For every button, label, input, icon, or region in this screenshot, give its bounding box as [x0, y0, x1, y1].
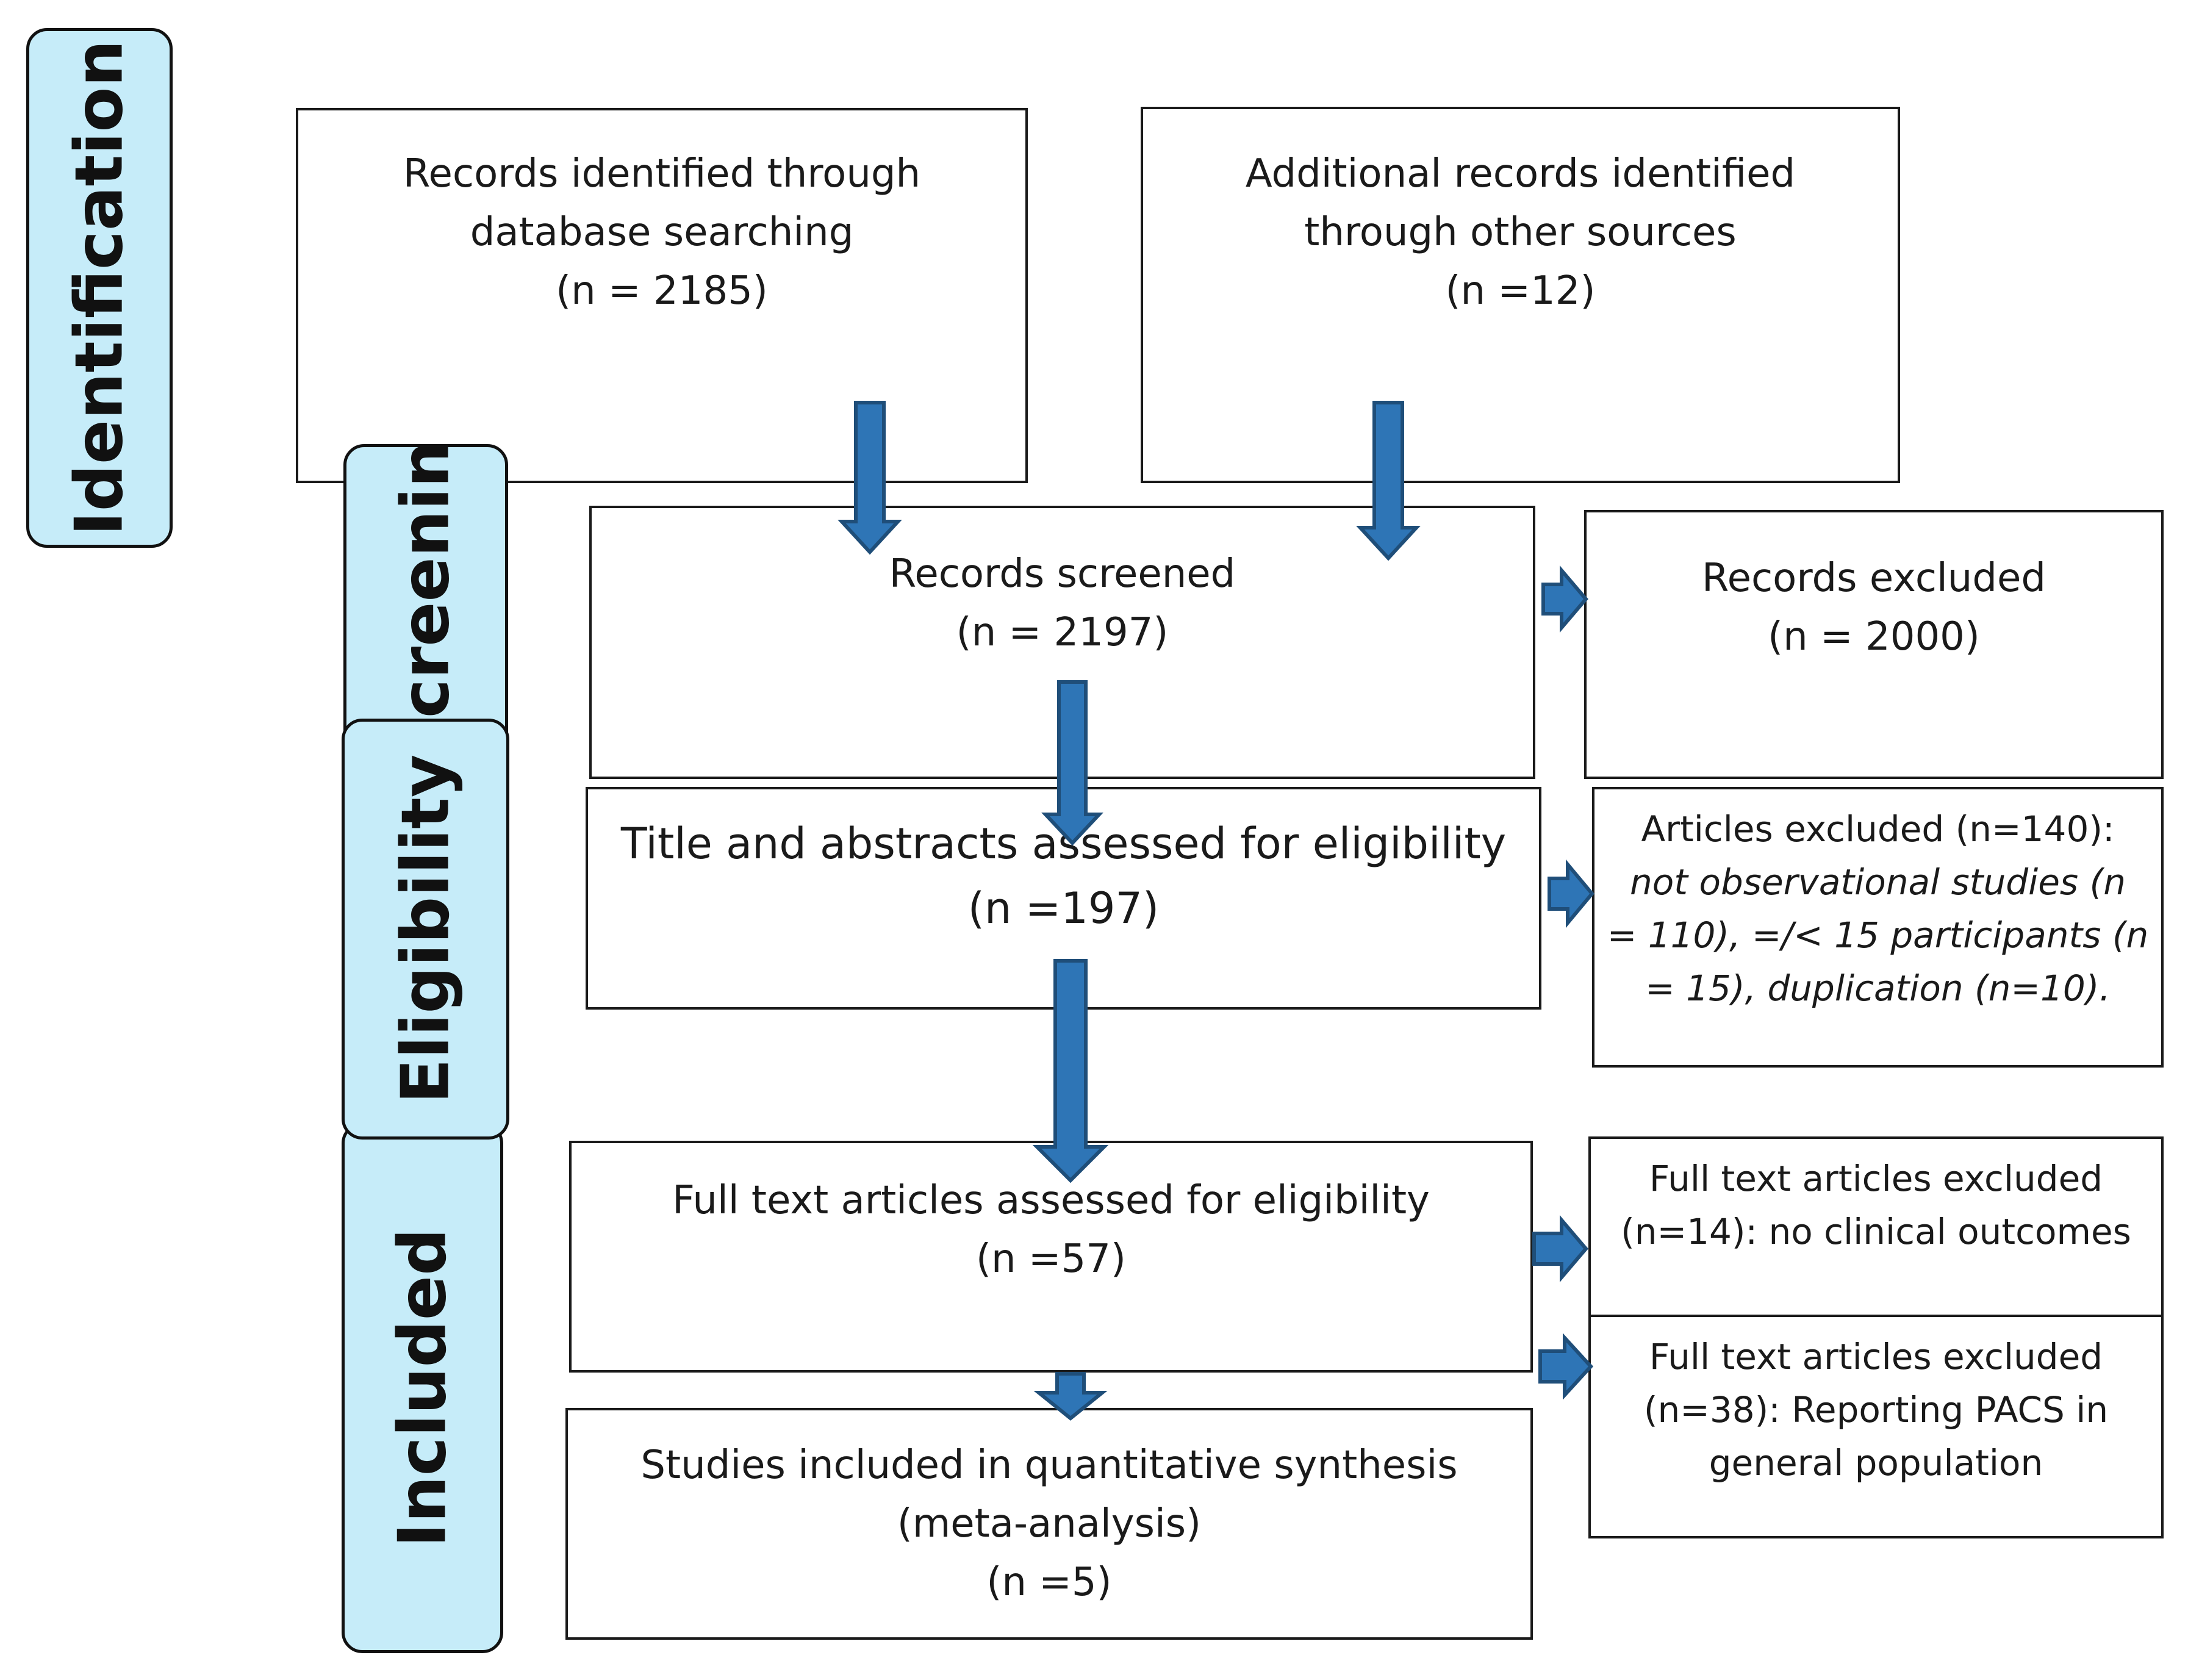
- full-text-count: (n =57): [976, 1237, 1126, 1282]
- database-line-1: Records identified through: [403, 151, 921, 196]
- articles-excluded-line-3: = 110), =/< 15 participants (n: [1607, 914, 2149, 956]
- fulltext-excluded-2-line-1: Full text articles excluded: [1649, 1336, 2103, 1377]
- box-fulltext-excluded-no-outcomes: Full text articles excluded (n=14): no c…: [1588, 1136, 2164, 1318]
- other-sources-line-1: Additional records identified: [1245, 151, 1796, 196]
- screened-count: (n = 2197): [956, 610, 1169, 655]
- box-full-text-assessed: Full text articles assessed for eligibil…: [569, 1141, 1533, 1373]
- other-sources-count: (n =12): [1445, 268, 1596, 314]
- arrow-screened-to-title: [1041, 680, 1103, 846]
- stage-eligibility: Eligibility: [342, 719, 509, 1140]
- database-count: (n = 2185): [556, 268, 768, 314]
- stage-identification: Identification: [26, 28, 173, 548]
- fulltext-excluded-2-line-3: general population: [1709, 1442, 2043, 1484]
- arrow-fulltext-to-included: [1033, 1372, 1108, 1421]
- included-count: (n =5): [986, 1560, 1112, 1605]
- full-text-label: Full text articles assessed for eligibil…: [672, 1178, 1430, 1223]
- articles-excluded-line-4: = 15), duplication (n=10).: [1645, 967, 2111, 1009]
- arrow-database-to-screened: [838, 401, 902, 555]
- box-articles-excluded: Articles excluded (n=140): not observati…: [1592, 787, 2164, 1068]
- records-excluded-count: (n = 2000): [1768, 614, 1980, 659]
- arrow-title-to-articles-excluded: [1548, 859, 1594, 928]
- included-line-2: (meta-analysis): [897, 1501, 1202, 1546]
- title-abstracts-count: (n =197): [967, 883, 1160, 933]
- arrow-screened-to-excluded: [1541, 565, 1588, 633]
- fulltext-excluded-1-line-1: Full text articles excluded: [1649, 1158, 2103, 1199]
- box-fulltext-excluded-pacs: Full text articles excluded (n=38): Repo…: [1588, 1315, 2164, 1538]
- records-excluded-label: Records excluded: [1702, 556, 2046, 601]
- other-sources-line-2: through other sources: [1304, 210, 1737, 255]
- fulltext-excluded-1-line-2: (n=14): no clinical outcomes: [1621, 1211, 2131, 1252]
- arrow-title-to-fulltext: [1032, 959, 1109, 1183]
- database-line-2: database searching: [470, 210, 854, 255]
- box-records-excluded: Records excluded (n = 2000): [1584, 510, 2164, 779]
- stage-included: Included: [342, 1122, 503, 1653]
- box-database-records: Records identified through database sear…: [296, 108, 1028, 483]
- included-line-1: Studies included in quantitative synthes…: [640, 1443, 1458, 1488]
- screened-label: Records screened: [889, 551, 1236, 597]
- arrow-other-to-screened: [1356, 401, 1421, 561]
- box-studies-included: Studies included in quantitative synthes…: [565, 1408, 1533, 1640]
- articles-excluded-line-1: Articles excluded (n=140):: [1641, 808, 2115, 850]
- arrow-fulltext-to-excluded-1: [1532, 1215, 1588, 1283]
- box-other-sources: Additional records identified through ot…: [1141, 107, 1900, 483]
- articles-excluded-line-2: not observational studies (n: [1630, 861, 2126, 903]
- arrow-fulltext-to-excluded-2: [1538, 1333, 1594, 1400]
- fulltext-excluded-2-line-2: (n=38): Reporting PACS in: [1643, 1389, 2109, 1431]
